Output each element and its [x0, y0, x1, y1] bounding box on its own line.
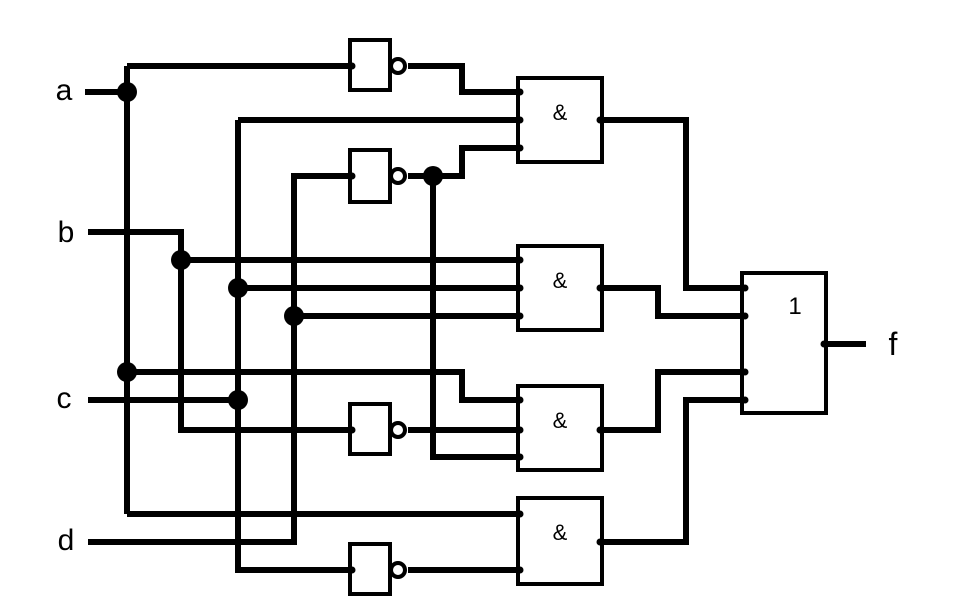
input-label-d: d — [58, 524, 75, 557]
and-gate-4-symbol: & — [553, 520, 568, 545]
or-gate-symbol: 1 — [788, 293, 801, 320]
junction-a-lower — [117, 362, 137, 382]
not-gate-4 — [348, 542, 407, 596]
not-gate-1 — [348, 38, 407, 92]
junctions — [117, 82, 443, 410]
wire-and3-to-or — [600, 369, 745, 433]
junction-a — [117, 82, 137, 102]
wire-not2-to-and3 — [430, 176, 520, 460]
or-gate: 1 — [740, 271, 828, 415]
not-gate-3 — [348, 402, 407, 456]
wire-c-bus — [235, 120, 352, 573]
input-label-b: b — [58, 216, 75, 249]
and-gate-1-symbol: & — [553, 100, 568, 125]
and-gate-2: & — [516, 244, 604, 332]
wire-and4-to-or — [600, 397, 745, 545]
input-label-c: c — [57, 382, 72, 415]
input-label-a: a — [56, 74, 73, 107]
and-gate-3-symbol: & — [553, 408, 568, 433]
wires — [85, 63, 866, 573]
wire-a-to-and3 — [127, 369, 520, 403]
junction-not2-out — [423, 166, 443, 186]
wire-b-input — [88, 229, 352, 433]
junction-c — [228, 390, 248, 410]
and-gate-1: & — [516, 76, 604, 164]
junction-d — [284, 306, 304, 326]
junction-b — [171, 250, 191, 270]
and-gate-2-symbol: & — [553, 268, 568, 293]
junction-c-upper — [228, 278, 248, 298]
and-gate-3: & — [516, 384, 604, 472]
not-gate-2 — [348, 148, 407, 204]
wire-d-input — [88, 173, 352, 545]
output-label-f: f — [889, 326, 898, 362]
wire-and1-to-or — [600, 117, 745, 291]
wire-not1-to-and1 — [408, 63, 520, 95]
wire-and2-to-or — [600, 285, 745, 319]
and-gate-4: & — [516, 496, 604, 586]
